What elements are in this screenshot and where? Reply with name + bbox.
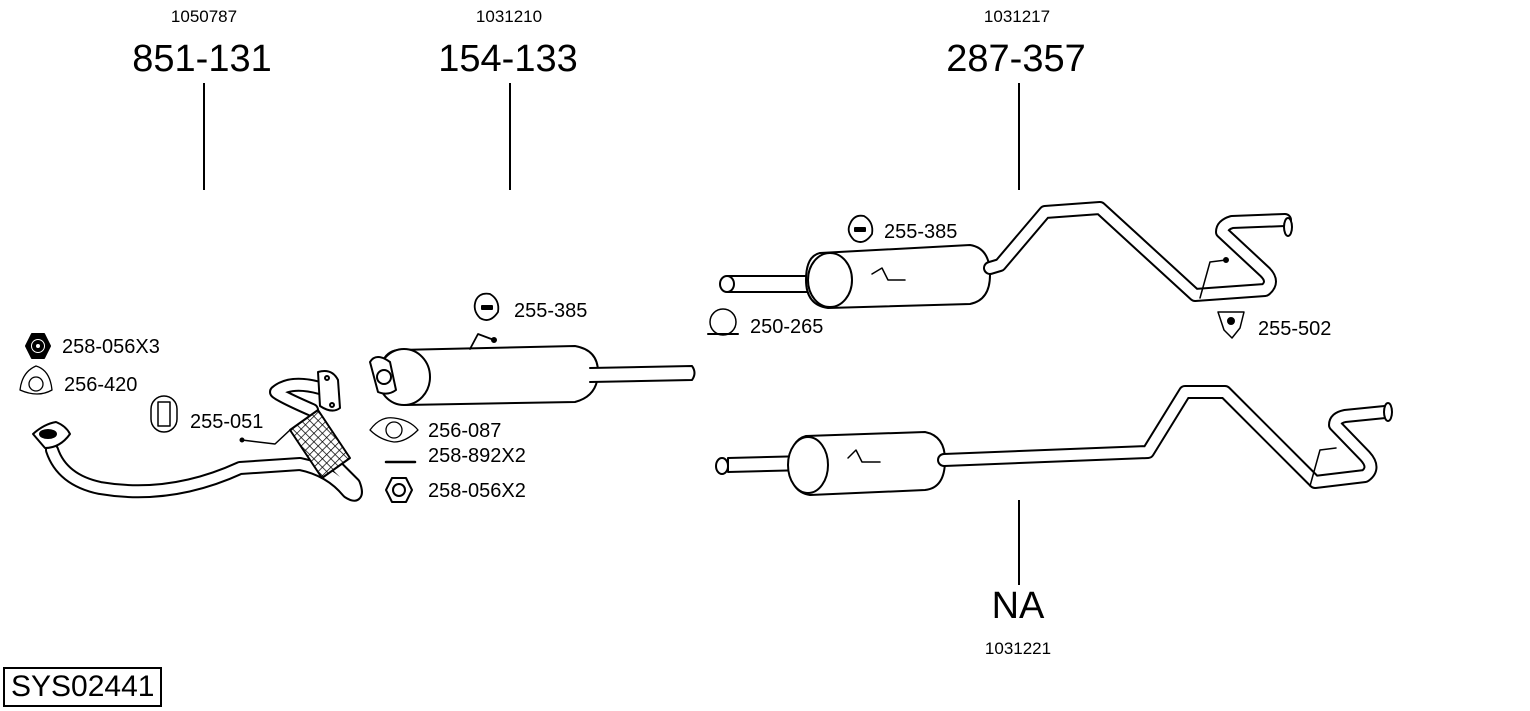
clamp-icon bbox=[707, 308, 739, 336]
leader-line bbox=[203, 83, 205, 190]
gasket-icon bbox=[19, 365, 53, 395]
accessory-label[interactable]: 255-385 bbox=[884, 221, 958, 243]
center-silencer[interactable] bbox=[369, 333, 696, 406]
front-pipe[interactable] bbox=[32, 370, 363, 502]
leader-line bbox=[1018, 500, 1020, 585]
part-number-center-silencer[interactable]: 154-133 bbox=[438, 38, 578, 80]
hex-nut-icon bbox=[25, 333, 51, 359]
article-number-front-pipe: 1050787 bbox=[170, 7, 238, 26]
diagram-id-badge: SYS02441 bbox=[3, 667, 163, 707]
accessory-label[interactable]: 255-385 bbox=[514, 300, 588, 322]
hanger-icon bbox=[473, 292, 500, 321]
gasket-icon bbox=[369, 417, 419, 443]
hex-nut-icon bbox=[385, 477, 413, 503]
hanger-icon bbox=[847, 214, 874, 243]
rear-silencer-lower[interactable] bbox=[715, 385, 1393, 496]
leader-line bbox=[509, 83, 511, 190]
leader-line bbox=[241, 429, 291, 445]
article-number-rear-lower: 1031221 bbox=[984, 639, 1052, 658]
part-number-rear-upper[interactable]: 287-357 bbox=[946, 38, 1086, 80]
accessory-label[interactable]: 258-056X2 bbox=[428, 480, 526, 502]
flex-hose bbox=[289, 409, 351, 479]
accessory-label[interactable]: 255-502 bbox=[1258, 318, 1332, 340]
accessory-label[interactable]: 250-265 bbox=[750, 316, 824, 338]
rubber-mount-icon bbox=[150, 395, 178, 433]
accessory-label[interactable]: 255-051 bbox=[190, 411, 264, 433]
part-number-front-pipe[interactable]: 851-131 bbox=[132, 38, 272, 80]
article-number-center-silencer: 1031210 bbox=[475, 7, 543, 26]
accessory-label[interactable]: 258-056X3 bbox=[62, 336, 160, 358]
rubber-mount-icon bbox=[1217, 311, 1245, 339]
rear-silencer-upper[interactable] bbox=[719, 201, 1293, 309]
leader-line bbox=[1018, 83, 1020, 190]
part-number-rear-lower[interactable]: NA bbox=[991, 585, 1045, 627]
article-number-rear-upper: 1031217 bbox=[983, 7, 1051, 26]
accessory-label[interactable]: 256-087 bbox=[428, 420, 502, 442]
accessory-label[interactable]: 258-892X2 bbox=[428, 445, 526, 467]
accessory-label[interactable]: 256-420 bbox=[64, 374, 138, 396]
